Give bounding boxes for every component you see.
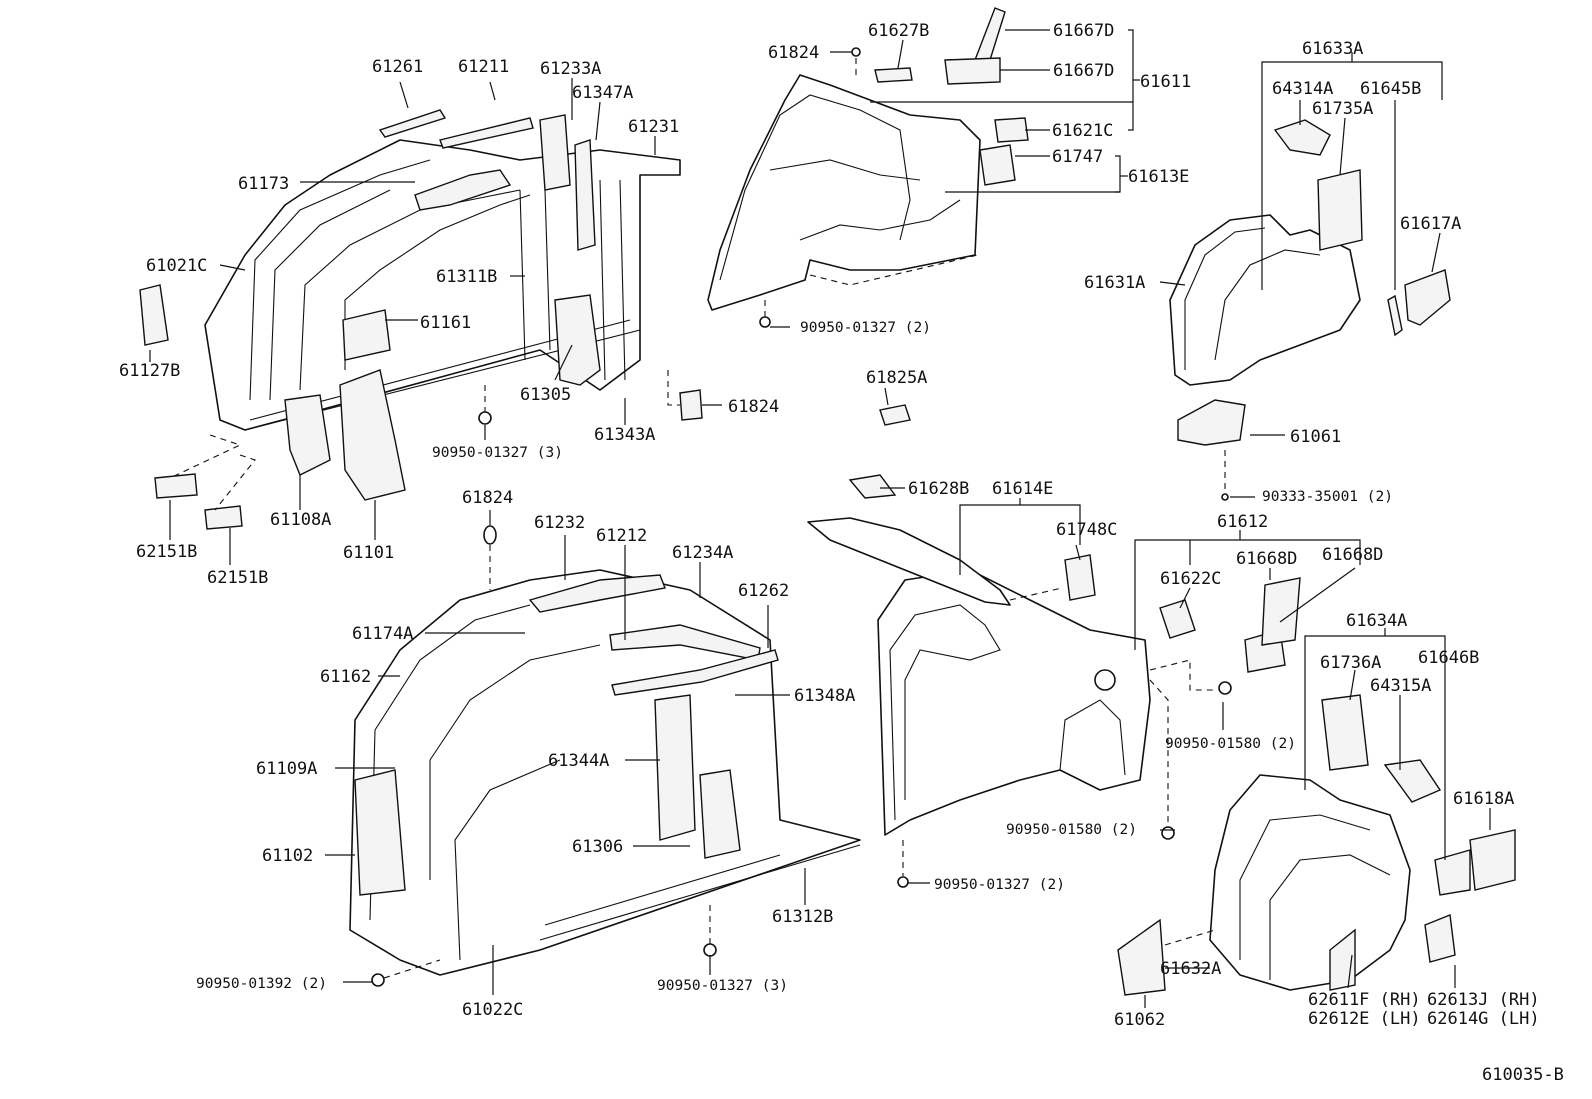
label-62611F-rh: 62611F (RH) <box>1308 990 1421 1010</box>
label-61061: 61061 <box>1290 427 1341 447</box>
label-61062: 61062 <box>1114 1010 1165 1030</box>
label-90950-01327-2-b: 90950-01327 (2) <box>934 877 1065 893</box>
label-61343A: 61343A <box>594 425 655 445</box>
label-61618A: 61618A <box>1453 789 1514 809</box>
label-61646B: 61646B <box>1418 648 1479 668</box>
label-61824-b: 61824 <box>768 43 819 63</box>
label-61667D-a: 61667D <box>1053 21 1114 41</box>
label-61262: 61262 <box>738 581 789 601</box>
label-61824-a: 61824 <box>728 397 779 417</box>
label-61747: 61747 <box>1052 147 1103 167</box>
label-61611: 61611 <box>1140 72 1191 92</box>
label-61631A: 61631A <box>1084 273 1145 293</box>
label-90950-01327-3-a: 90950-01327 (3) <box>432 445 563 461</box>
label-61612: 61612 <box>1217 512 1268 532</box>
label-90950-01392-2: 90950-01392 (2) <box>196 976 327 992</box>
label-61108A: 61108A <box>270 510 331 530</box>
label-90333-35001-2: 90333-35001 (2) <box>1262 489 1393 505</box>
label-61232: 61232 <box>534 513 585 533</box>
label-61306: 61306 <box>572 837 623 857</box>
quarter-panel-lower <box>807 404 1301 888</box>
label-61261: 61261 <box>372 57 423 77</box>
label-64314A: 64314A <box>1272 79 1333 99</box>
label-61212: 61212 <box>596 526 647 546</box>
label-61231: 61231 <box>628 117 679 137</box>
label-61162: 61162 <box>320 667 371 687</box>
label-61614E: 61614E <box>992 479 1053 499</box>
leader-lines <box>149 29 1491 1008</box>
label-61668D-a: 61668D <box>1236 549 1297 569</box>
label-61127B: 61127B <box>119 361 180 381</box>
label-61621C: 61621C <box>1052 121 1113 141</box>
label-61627B: 61627B <box>868 21 929 41</box>
wheel-house-upper-right <box>1169 119 1451 501</box>
label-61735A: 61735A <box>1312 99 1373 119</box>
label-61667D-b: 61667D <box>1053 61 1114 81</box>
label-62613J-rh: 62613J (RH) <box>1427 990 1540 1010</box>
body-side-lower-left <box>349 525 861 987</box>
label-61312B: 61312B <box>772 907 833 927</box>
label-61021C: 61021C <box>146 256 207 276</box>
label-61748C: 61748C <box>1056 520 1117 540</box>
label-64315A: 64315A <box>1370 676 1431 696</box>
label-90950-01580-2-a: 90950-01580 (2) <box>1165 736 1296 752</box>
label-61022C: 61022C <box>462 1000 523 1020</box>
label-61109A: 61109A <box>256 759 317 779</box>
label-62612E-lh: 62612E (LH) <box>1308 1009 1421 1029</box>
label-61305: 61305 <box>520 385 571 405</box>
label-61628B: 61628B <box>908 479 969 499</box>
label-61633A: 61633A <box>1302 39 1363 59</box>
label-61668D-b: 61668D <box>1322 545 1383 565</box>
label-62151B-b: 62151B <box>207 568 268 588</box>
label-61617A: 61617A <box>1400 214 1461 234</box>
label-61825A: 61825A <box>866 368 927 388</box>
label-61101: 61101 <box>343 543 394 563</box>
part-labels: 61261 61211 61233A 61347A 61231 61173 61… <box>119 21 1564 1085</box>
label-62151B-a: 62151B <box>136 542 197 562</box>
label-61344A: 61344A <box>548 751 609 771</box>
label-61645B: 61645B <box>1360 79 1421 99</box>
label-61211: 61211 <box>458 57 509 77</box>
body-side-upper-left <box>139 109 703 530</box>
label-61613E: 61613E <box>1128 167 1189 187</box>
wheel-house-lower-right <box>1117 694 1516 996</box>
label-61173: 61173 <box>238 174 289 194</box>
label-61622C: 61622C <box>1160 569 1221 589</box>
label-90950-01580-2-b: 90950-01580 (2) <box>1006 822 1137 838</box>
label-90950-01327-3-b: 90950-01327 (3) <box>657 978 788 994</box>
quarter-inner-upper <box>707 7 1029 328</box>
label-62614G-lh: 62614G (LH) <box>1427 1009 1540 1029</box>
label-61736A: 61736A <box>1320 653 1381 673</box>
label-61234A: 61234A <box>672 543 733 563</box>
label-61174A: 61174A <box>352 624 413 644</box>
label-61347A: 61347A <box>572 83 633 103</box>
label-61102: 61102 <box>262 846 313 866</box>
label-61161: 61161 <box>420 313 471 333</box>
label-61348A: 61348A <box>794 686 855 706</box>
label-61632A: 61632A <box>1160 959 1221 979</box>
label-61311B: 61311B <box>436 267 497 287</box>
label-61634A: 61634A <box>1346 611 1407 631</box>
diagram-code: 610035-B <box>1482 1065 1564 1085</box>
label-61233A: 61233A <box>540 59 601 79</box>
label-90950-01327-2-a: 90950-01327 (2) <box>800 320 931 336</box>
label-61824-c: 61824 <box>462 488 513 508</box>
